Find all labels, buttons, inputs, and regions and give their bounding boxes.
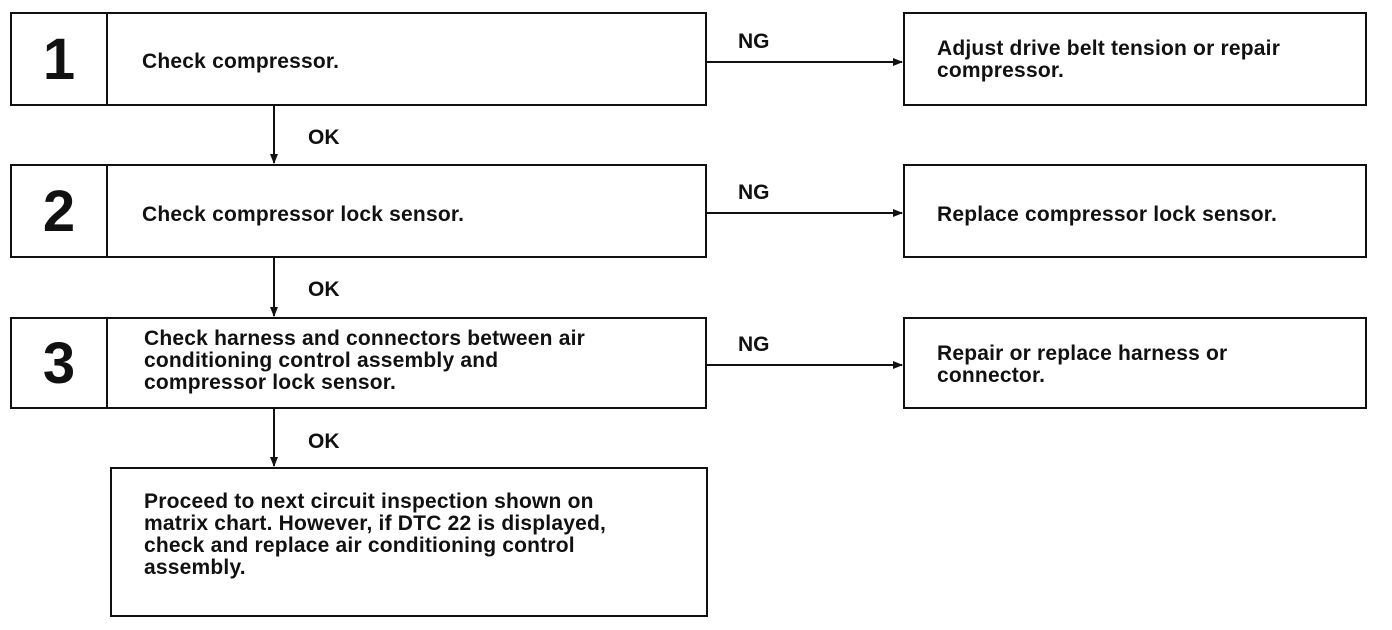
ok-label-2: OK <box>308 278 340 301</box>
result-3-line-1: Repair or replace harness or <box>937 342 1228 365</box>
result-1-box: Adjust drive belt tension or repair comp… <box>903 12 1367 106</box>
final-text: Proceed to next circuit inspection shown… <box>144 491 606 579</box>
final-line-1: Proceed to next circuit inspection shown… <box>144 490 594 513</box>
result-1-line-1: Adjust drive belt tension or repair <box>937 37 1281 60</box>
step-2-text: Check compressor lock sensor. <box>142 203 465 226</box>
step-2-number: 2 <box>12 166 108 256</box>
step-3-line-3: compressor lock sensor. <box>144 371 397 394</box>
final-line-4: assembly. <box>144 556 246 579</box>
step-3-text: Check harness and connectors between air… <box>144 328 585 394</box>
step-2-box: 2 Check compressor lock sensor. <box>10 164 707 258</box>
result-2-text: Replace compressor lock sensor. <box>937 203 1278 226</box>
ok-label-1: OK <box>308 126 340 149</box>
final-line-2: matrix chart. However, if DTC 22 is disp… <box>144 512 607 535</box>
step-1-text: Check compressor. <box>142 50 340 73</box>
step-3-line-2: conditioning control assembly and <box>144 349 499 372</box>
step-3-number: 3 <box>12 319 108 407</box>
step-1-box: 1 Check compressor. <box>10 12 707 106</box>
final-box: Proceed to next circuit inspection shown… <box>110 467 708 617</box>
ng-label-2: NG <box>738 181 770 204</box>
ok-label-3: OK <box>308 430 340 453</box>
result-3-box: Repair or replace harness or connector. <box>903 317 1367 409</box>
step-1-number: 1 <box>12 14 108 104</box>
result-1-line-2: compressor. <box>937 59 1065 82</box>
step-3-box: 3 Check harness and connectors between a… <box>10 317 707 409</box>
final-line-3: check and replace air conditioning contr… <box>144 534 575 557</box>
result-3-line-2: connector. <box>937 364 1046 387</box>
result-2-box: Replace compressor lock sensor. <box>903 164 1367 258</box>
step-3-line-1: Check harness and connectors between air <box>144 327 585 350</box>
ng-label-3: NG <box>738 333 770 356</box>
result-3-text: Repair or replace harness or connector. <box>937 343 1227 387</box>
ng-label-1: NG <box>738 30 770 53</box>
result-1-text: Adjust drive belt tension or repair comp… <box>937 38 1280 82</box>
